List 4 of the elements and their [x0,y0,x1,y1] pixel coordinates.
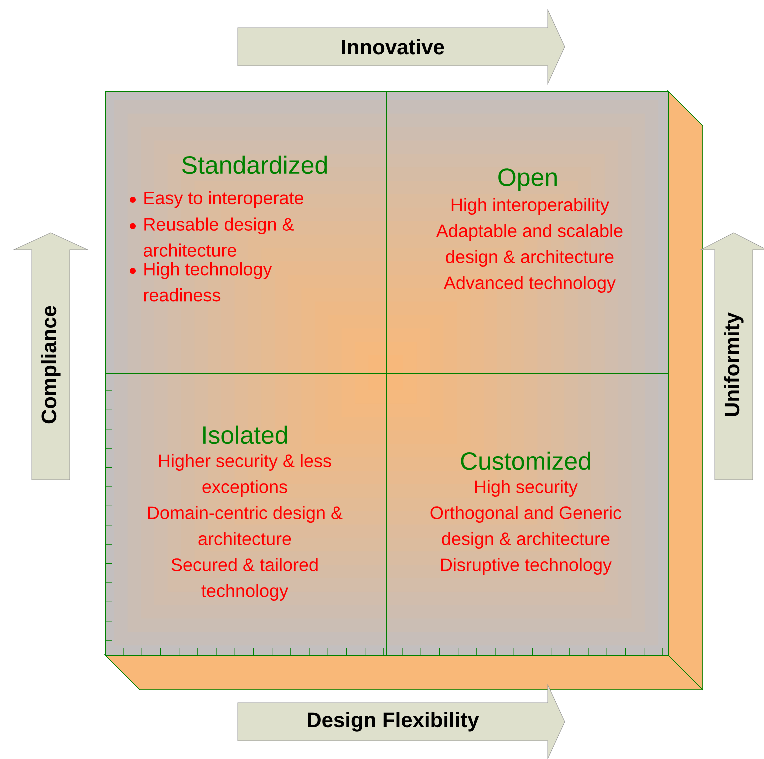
quadrant: Standardized Easy to interoperate Reusable design & architecture High technology readiness [105,91,387,374]
quadrant: Customized High security Orthogonal and Generic design & architecture Disruptive technology [386,373,669,656]
quadrant: Isolated Higher security & less exceptions Domain-centric design & architecture Secured & tailored technology [105,373,387,656]
quadrant: Open High interoperability Adaptable and scalable design & architecture Advanced technology [386,91,669,374]
